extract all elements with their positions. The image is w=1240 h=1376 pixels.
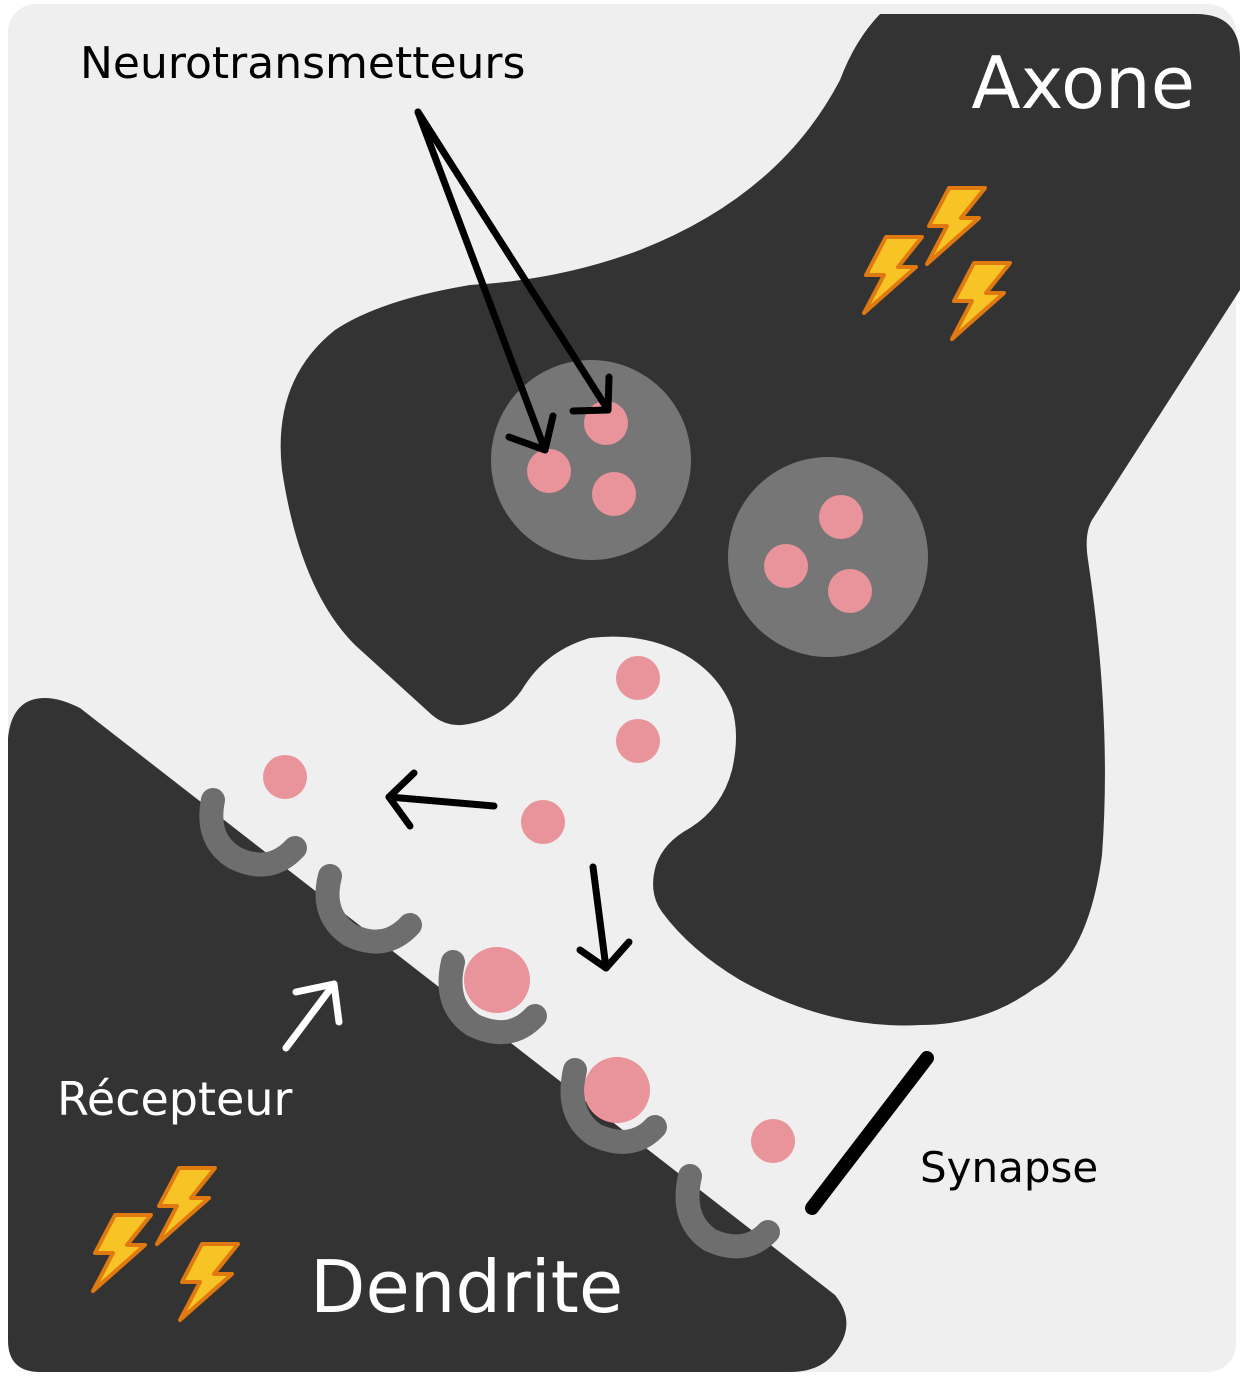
neurotransmitter-dot [521, 800, 565, 844]
neurotransmitter-dot [616, 656, 660, 700]
arrow-icon [282, 980, 343, 1052]
label-neurotransmitters: Neurotransmetteurs [80, 38, 525, 89]
neurotransmitter-dot [819, 495, 863, 539]
neurotransmitter-dot [828, 569, 872, 613]
neurotransmitter-dot [584, 1057, 650, 1123]
label-axon: Axone [971, 41, 1195, 125]
vesicle-2 [728, 457, 928, 657]
arrow-icon [385, 769, 498, 830]
synapse-pointer-line [805, 1051, 934, 1215]
arrow-icon [576, 863, 633, 972]
receptor [560, 1058, 667, 1154]
receptor [438, 950, 547, 1045]
dendrite [8, 698, 847, 1372]
neurotransmitter-dot [464, 947, 530, 1013]
arrow-icon [414, 108, 613, 415]
neurotransmitter-dot [751, 1119, 795, 1163]
label-dendrite: Dendrite [310, 1245, 623, 1329]
neurotransmitter-dot [592, 472, 636, 516]
neurotransmitter-dot [263, 755, 307, 799]
neurotransmitter-dot [527, 449, 571, 493]
receptor [315, 864, 422, 954]
neurotransmitter-dot [764, 544, 808, 588]
receptor [199, 788, 307, 877]
arrow-icon [414, 108, 557, 454]
neurotransmitter-dot [616, 719, 660, 763]
receptor [675, 1164, 780, 1259]
label-synapse: Synapse [920, 1143, 1098, 1192]
label-receptor: Récepteur [57, 1072, 292, 1126]
